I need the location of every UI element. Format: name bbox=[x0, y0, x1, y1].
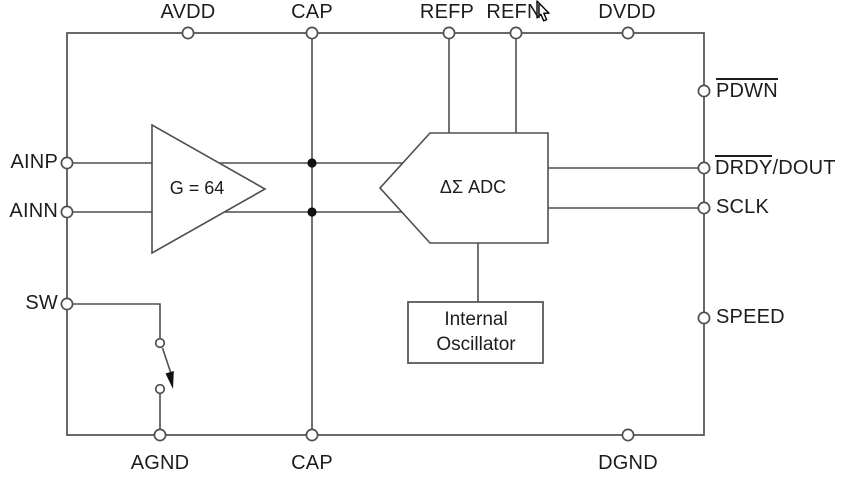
pin-cap-top bbox=[305, 26, 319, 40]
switch-blade bbox=[161, 347, 172, 373]
junction-dot bbox=[307, 207, 317, 217]
amplifier-gain-label: G = 64 bbox=[169, 178, 225, 198]
pin-avdd bbox=[181, 26, 195, 40]
oscillator-label-line2: Oscillator bbox=[436, 334, 516, 356]
pin-cap-bottom bbox=[305, 428, 319, 442]
pin-label-cap-bottom: CAP bbox=[291, 452, 333, 474]
mouse-cursor-icon bbox=[536, 0, 550, 22]
pin-label-ainn: AINN bbox=[9, 200, 58, 222]
pin-label-sclk: SCLK bbox=[716, 196, 770, 218]
pin-circles bbox=[60, 26, 711, 442]
pin-ainp bbox=[60, 156, 74, 170]
wire-sw bbox=[67, 303, 161, 338]
pin-label-refp: REFP bbox=[419, 1, 475, 23]
drdy-overlined-text: DRDY bbox=[715, 155, 773, 179]
pin-ainn bbox=[60, 205, 74, 219]
pin-drdy-dout bbox=[697, 161, 711, 175]
pin-label-pdwn: PDWN bbox=[716, 78, 778, 102]
pin-pdwn bbox=[697, 84, 711, 98]
pin-agnd bbox=[153, 428, 167, 442]
adc-label: ΔΣ ADC bbox=[439, 177, 507, 197]
pin-label-dvdd: DVDD bbox=[598, 1, 656, 23]
switch-arrowhead-icon bbox=[165, 371, 174, 389]
oscillator-label: Internal Oscillator bbox=[436, 307, 515, 357]
pin-label-drdy-dout: DRDY/DOUT bbox=[715, 155, 836, 179]
pin-speed bbox=[697, 311, 711, 325]
pin-label-speed: SPEED bbox=[716, 306, 785, 328]
pin-label-dgnd: DGND bbox=[598, 452, 658, 474]
pin-refp bbox=[442, 26, 456, 40]
pin-label-avdd: AVDD bbox=[160, 1, 216, 23]
pin-label-sw: SW bbox=[25, 292, 58, 314]
oscillator-label-line1: Internal bbox=[444, 309, 508, 330]
switch-contact-bottom bbox=[154, 383, 166, 395]
switch-contact-top bbox=[154, 337, 166, 349]
pin-label-cap-top: CAP bbox=[291, 1, 333, 23]
adc-pentagon bbox=[378, 132, 549, 244]
pin-sw bbox=[60, 297, 74, 311]
pin-label-agnd: AGND bbox=[130, 452, 190, 474]
chip-boundary bbox=[66, 32, 705, 436]
dout-plain-text: /DOUT bbox=[772, 157, 836, 179]
pin-label-ainp: AINP bbox=[10, 151, 58, 173]
pin-dgnd bbox=[621, 428, 635, 442]
pin-dvdd bbox=[621, 26, 635, 40]
pin-refn bbox=[509, 26, 523, 40]
pdwn-overlined-text: PDWN bbox=[716, 78, 778, 102]
pin-label-refn: REFN bbox=[486, 1, 542, 23]
amplifier-triangle bbox=[151, 123, 267, 255]
junction-dot bbox=[307, 158, 317, 168]
oscillator-box bbox=[407, 301, 544, 364]
pin-sclk bbox=[697, 201, 711, 215]
